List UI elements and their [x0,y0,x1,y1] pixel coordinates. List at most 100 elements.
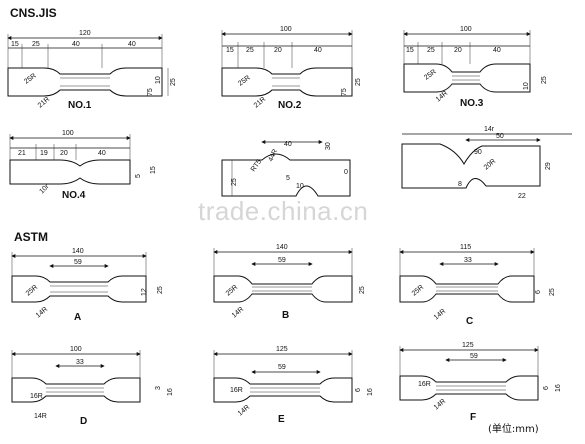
mid-r2: 44R [267,148,279,163]
a-side1: 12 [141,288,148,296]
f-r1: 16R [418,381,431,388]
d-label: D [80,416,87,427]
f-label: F [470,412,476,423]
mid-ten: 10 [296,183,304,190]
d-r1: 16R [30,393,43,400]
a-gauge: 59 [74,259,82,266]
no1-overall: 120 [79,30,91,37]
b-label: B [282,310,289,321]
c-label: C [466,316,473,327]
mid-five: 5 [286,175,290,182]
no2-seg4: 40 [314,47,322,54]
no4-label: NO.4 [62,190,86,201]
a-side2: 25 [157,286,164,294]
no4-height: 15 [150,166,157,174]
a-label: A [74,312,81,323]
d-r2: 14R [34,413,47,420]
e-r1: 16R [230,387,243,394]
mid-top: 40 [284,141,292,148]
watermark: trade.china.cn [198,196,369,226]
f-side2: 16 [555,384,562,392]
f-overall: 125 [462,342,474,349]
no4-overall: 100 [62,130,74,137]
no1-label: NO.1 [68,100,92,111]
specimen-astm-e: 125 59 16R 14R 6 16 E [213,346,374,425]
e-side1: 6 [355,388,362,392]
right-overall: 14r [484,126,495,133]
a-r2: 14R [35,306,49,320]
c-side1: 6 [535,290,542,294]
no4-seg1: 21 [18,150,26,157]
specimen-astm-c: 115 33 25R 14R 6 25 C [399,244,556,327]
no3-label: NO.3 [460,98,484,109]
e-gauge: 59 [278,364,286,371]
no2-seg1: 15 [226,47,234,54]
right-bottom: 22 [518,193,526,200]
no3-height: 25 [541,76,548,84]
no1-seg2: 25 [32,41,40,48]
no4-seg4: 40 [98,150,106,157]
no2-seg3: 20 [274,47,282,54]
no1-side: 75 [147,88,154,96]
e-overall: 125 [276,346,288,353]
no2-height: 25 [355,78,362,86]
no3-overall: 100 [460,26,472,33]
astm-heading: ASTM [14,230,48,244]
specimen-no1: 120 15 25 40 40 25R 21R 75 10 25 NO.1 [7,30,177,111]
no2-overall: 100 [280,26,292,33]
no3-side: 10 [523,82,530,90]
no1-r2: 21R [37,96,51,110]
right-deg: 90 [474,149,482,156]
no4-side: 5 [135,174,142,178]
d-side1: 3 [155,386,162,390]
no4-seg2: 19 [40,150,48,157]
f-r2: 14R [433,398,447,412]
specimen-notched-right: 14r 50 90 20R 29 22 8 [401,126,572,200]
c-gauge: 33 [464,257,472,264]
no3-seg4: 40 [493,47,501,54]
e-r2: 14R [237,404,251,418]
e-side2: 16 [367,388,374,396]
specimen-no4: 100 21 19 20 40 10r 5 15 NO.4 [9,130,157,201]
specimen-no3: 100 15 25 20 40 25R 14R 10 25 NO.3 [403,26,548,109]
c-side2: 25 [549,288,556,296]
c-r2: 14R [433,308,447,322]
specimen-no2: 100 15 25 20 40 25R 21R 75 25 NO.2 [221,26,362,111]
no3-seg3: 20 [454,47,462,54]
no2-r2: 21R [253,96,267,110]
b-overall: 140 [276,244,288,251]
cns-jis-heading: CNS.JIS [10,6,57,20]
f-gauge: 59 [470,353,478,360]
e-label: E [278,414,285,425]
b-r2: 14R [231,306,245,320]
no1-side2: 10 [155,76,162,84]
no1-seg4: 40 [128,41,136,48]
d-overall: 100 [70,346,82,353]
specimen-astm-f: 125 59 16R 14R 6 16 F [399,342,562,423]
right-top: 50 [496,133,504,140]
no1-seg3: 40 [72,41,80,48]
d-side2: 16 [167,388,174,396]
b-side: 25 [359,286,366,294]
specimen-notched-middle: 40 RT5 44R 25 30 0 10 5 [221,140,351,197]
no1-height: 25 [170,78,177,86]
mid-zero: 0 [344,169,348,176]
specimen-astm-b: 140 59 25R 14R 25 B [213,244,366,321]
a-overall: 140 [72,248,84,255]
right-height: 29 [545,162,552,170]
no2-side: 75 [341,88,348,96]
specimen-astm-d: 100 33 16R 14R 3 16 D [11,346,174,427]
f-side1: 6 [543,386,550,390]
mid-height: 25 [231,178,238,186]
b-gauge: 59 [278,257,286,264]
no3-seg2: 25 [427,47,435,54]
no4-r1: 10r [38,183,51,196]
no4-seg3: 20 [60,150,68,157]
unit-note: (单位:mm) [488,424,539,435]
no2-seg2: 25 [246,47,254,54]
right-small: 8 [458,181,462,188]
no3-seg1: 15 [406,47,414,54]
d-gauge: 33 [76,359,84,366]
